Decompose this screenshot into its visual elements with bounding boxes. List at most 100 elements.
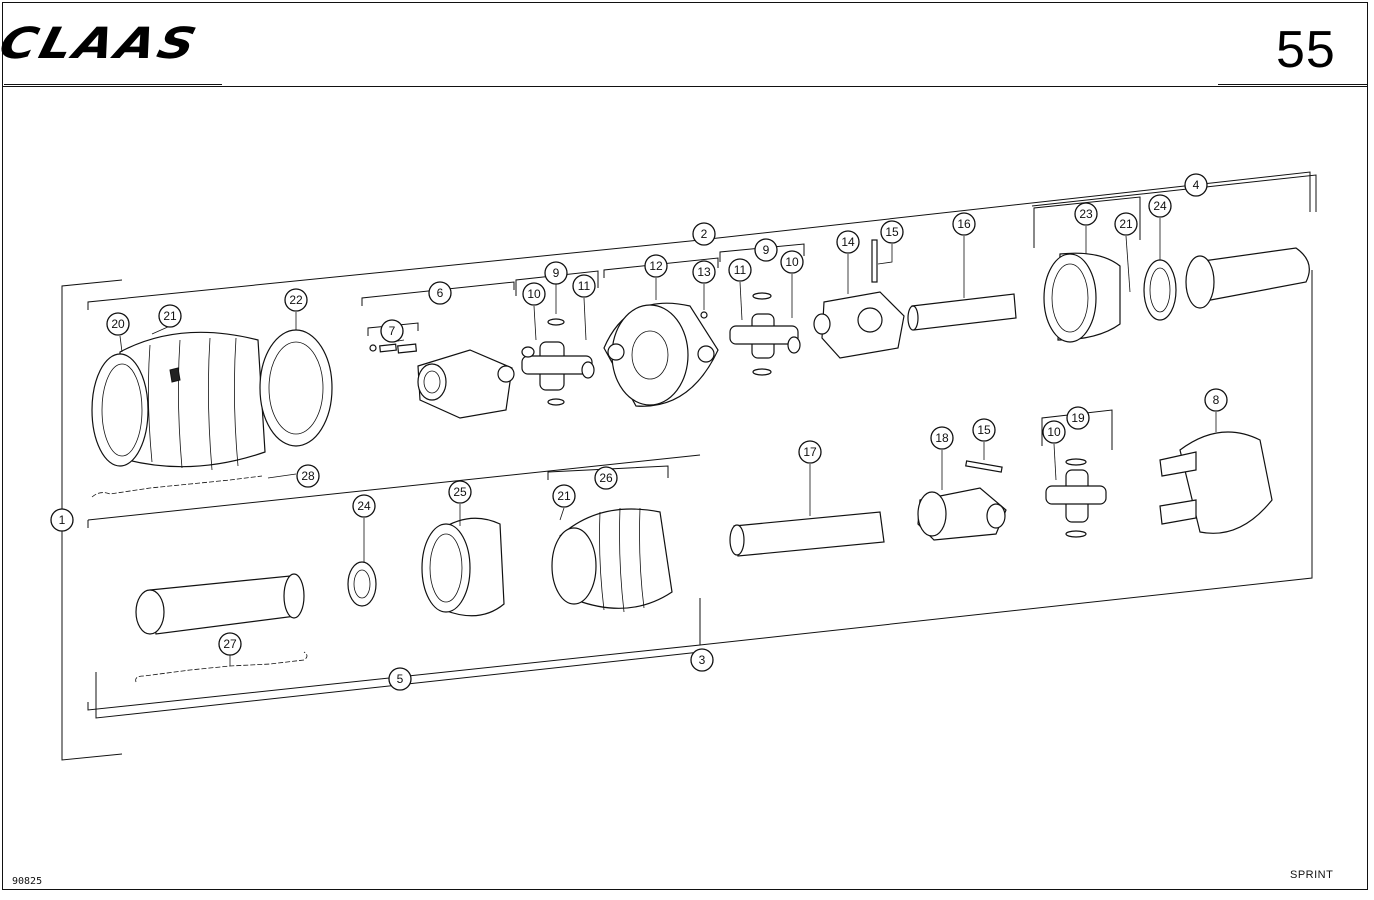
svg-text:26: 26 (599, 471, 613, 485)
header-divider (2, 86, 1368, 87)
cone-23 (1043, 252, 1121, 343)
svg-text:21: 21 (163, 309, 177, 323)
callout-20: 20 (106, 312, 130, 336)
callout-8: 8 (1204, 388, 1228, 412)
cross-journal-left (521, 318, 595, 406)
callout-18: 18 (930, 426, 954, 450)
callout-3: 3 (690, 648, 714, 672)
svg-text:1: 1 (59, 513, 66, 527)
callout-16: 16 (952, 212, 976, 236)
svg-text:15: 15 (885, 225, 899, 239)
svg-text:20: 20 (111, 317, 125, 331)
cone-25 (421, 517, 505, 617)
callout-1: 1 (50, 508, 74, 532)
svg-text:28: 28 (301, 469, 315, 483)
svg-text:21: 21 (557, 489, 571, 503)
callout-23: 23 (1074, 202, 1098, 226)
parts (91, 239, 1310, 683)
callout-6: 6 (428, 281, 452, 305)
flange-yoke-12 (603, 302, 719, 407)
yoke-18 (917, 487, 1007, 541)
svg-text:23: 23 (1079, 207, 1093, 221)
grease-nipple-13 (700, 311, 708, 319)
guard-tube-4 (1185, 247, 1310, 309)
cone-26 (551, 507, 673, 613)
svg-text:4: 4 (1193, 178, 1200, 192)
callout-9-left: 9 (544, 261, 568, 285)
svg-text:17: 17 (803, 445, 817, 459)
callout-9-right: 9 (754, 238, 778, 262)
callout-13: 13 (692, 260, 716, 284)
svg-text:2: 2 (701, 227, 708, 241)
pin-15-lower (965, 460, 1003, 473)
callout-15-lower: 15 (972, 418, 996, 442)
pin-15-upper (871, 239, 878, 283)
chain-27 (135, 651, 308, 683)
model-name: SPRINT (1290, 869, 1334, 881)
page-number: 55 (1276, 21, 1336, 79)
svg-text:7: 7 (389, 324, 396, 338)
callout-12: 12 (644, 254, 668, 278)
callout-21-left: 21 (158, 304, 182, 328)
callout-15-upper: 15 (880, 220, 904, 244)
callout-25: 25 (448, 480, 472, 504)
callout-7: 7 (380, 319, 404, 343)
callout-27: 27 (218, 632, 242, 656)
callouts: 1 2 3 4 5 6 7 8 9 9 10 10 10 11 11 12 13… (50, 173, 1228, 691)
profile-tube-17 (729, 511, 885, 557)
callout-11-left: 11 (572, 274, 596, 298)
svg-text:12: 12 (649, 259, 663, 273)
svg-text:10: 10 (527, 287, 541, 301)
svg-text:27: 27 (223, 637, 237, 651)
svg-text:11: 11 (734, 263, 747, 277)
callout-10-right: 10 (780, 250, 804, 274)
ring-22 (259, 329, 333, 447)
cross-journal-lower (1045, 458, 1107, 538)
svg-text:21: 21 (1119, 217, 1133, 231)
svg-text:16: 16 (957, 217, 971, 231)
callout-5: 5 (388, 667, 412, 691)
svg-text:13: 13 (697, 265, 711, 279)
yoke-cone-8 (1159, 431, 1273, 534)
page-number-underline (1218, 84, 1368, 85)
svg-text:14: 14 (841, 235, 855, 249)
logo-underline (4, 84, 222, 85)
svg-text:18: 18 (935, 431, 949, 445)
callout-19: 19 (1066, 406, 1090, 430)
bearing-ring-24-upper (1143, 259, 1177, 321)
callout-22: 22 (284, 288, 308, 312)
svg-text:25: 25 (453, 485, 467, 499)
bearing-ring-24-lower (347, 561, 377, 607)
callout-26: 26 (594, 466, 618, 490)
svg-text:24: 24 (1153, 199, 1167, 213)
guard-tube-5 (135, 573, 305, 635)
svg-text:19: 19 (1071, 411, 1085, 425)
yoke-6 (417, 349, 515, 419)
callout-10-left: 10 (522, 282, 546, 306)
callout-24-lower: 24 (352, 494, 376, 518)
document-code: 90825 (12, 876, 43, 887)
svg-text:9: 9 (763, 243, 770, 257)
cross-journal-right (729, 292, 801, 376)
svg-text:6: 6 (437, 286, 444, 300)
svg-text:8: 8 (1213, 393, 1220, 407)
callout-21-lower: 21 (552, 484, 576, 508)
svg-text:24: 24 (357, 499, 371, 513)
svg-text:10: 10 (1047, 425, 1061, 439)
callout-4: 4 (1184, 173, 1208, 197)
callout-11-right: 11 (728, 258, 752, 282)
callout-24-upper: 24 (1148, 194, 1172, 218)
svg-text:15: 15 (977, 423, 991, 437)
svg-text:5: 5 (397, 672, 404, 686)
svg-text:3: 3 (699, 653, 706, 667)
callout-21-upper-right: 21 (1114, 212, 1138, 236)
profile-tube-16 (907, 293, 1017, 331)
callout-2: 2 (692, 222, 716, 246)
yoke-14 (813, 291, 905, 359)
callout-10-lower: 10 (1042, 420, 1066, 444)
svg-text:9: 9 (553, 266, 560, 280)
callout-14: 14 (836, 230, 860, 254)
